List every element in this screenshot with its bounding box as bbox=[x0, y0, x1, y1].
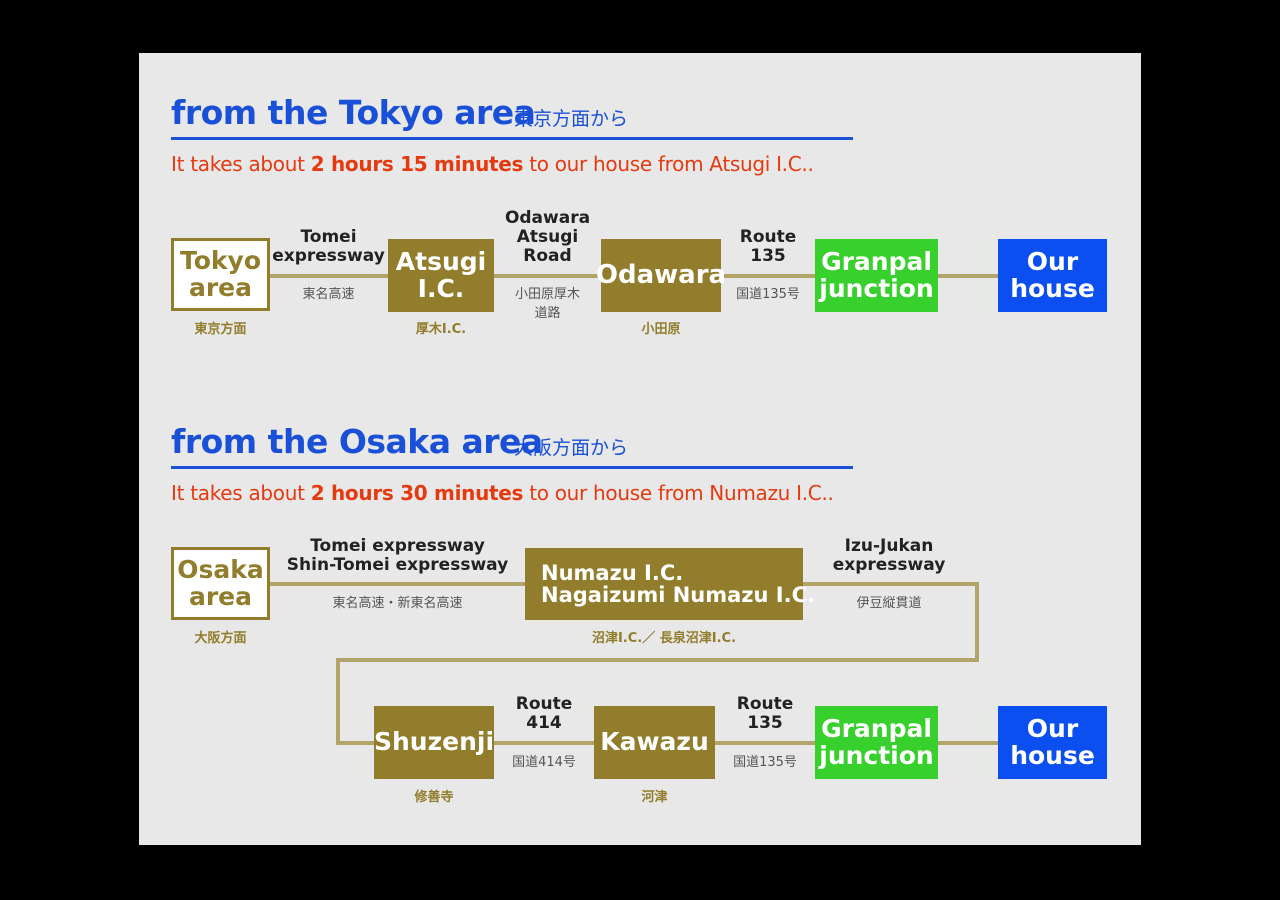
osaka-numazu-node: Numazu I.C. Nagaizumi Numazu I.C. bbox=[525, 548, 815, 620]
osaka-start-node: Osaka area bbox=[171, 547, 270, 620]
tokyo-odawara-jp: 小田原 bbox=[641, 322, 681, 337]
tokyo-road2-label: Odawara Atsugi Road bbox=[504, 208, 591, 267]
tokyo-start-node: Tokyo area bbox=[171, 238, 270, 311]
osaka-house-node: Our house bbox=[998, 706, 1107, 779]
osaka-road4-jp: 国道135号 bbox=[733, 755, 797, 770]
osaka-road3-jp: 国道414号 bbox=[512, 755, 576, 770]
tokyo-road1-jp: 東名高速 bbox=[302, 287, 355, 302]
tokyo-granpal-label: Granpal junction bbox=[819, 247, 934, 303]
osaka-numazu-label: Numazu I.C. Nagaizumi Numazu I.C. bbox=[541, 560, 815, 607]
tokyo-road3-jp: 国道135号 bbox=[736, 287, 800, 302]
tokyo-heading-jp: 東京方面から bbox=[514, 108, 629, 130]
osaka-heading: from the Osaka area bbox=[171, 422, 543, 461]
tokyo-road2-jp: 小田原厚木 道路 bbox=[514, 287, 580, 321]
tokyo-heading-rule bbox=[171, 137, 853, 140]
tokyo-atsugi-node: Atsugi I.C. bbox=[388, 239, 494, 312]
osaka-start-label: Osaka area bbox=[177, 555, 264, 611]
tokyo-heading: from the Tokyo area bbox=[171, 93, 536, 132]
osaka-numazu-jp: 沼津I.C.／ 長泉沼津I.C. bbox=[591, 631, 737, 646]
osaka-start-jp: 大阪方面 bbox=[194, 631, 247, 646]
osaka-shuzenji-node: Shuzenji bbox=[374, 706, 494, 779]
osaka-heading-jp: 大阪方面から bbox=[514, 437, 629, 459]
tokyo-odawara-node: Odawara bbox=[596, 239, 726, 312]
osaka-road3-label: Route 414 bbox=[515, 694, 573, 734]
tokyo-house-label: Our house bbox=[1010, 247, 1095, 303]
tokyo-summary-post: to our house from Atsugi I.C.. bbox=[523, 152, 814, 176]
osaka-route-line-right bbox=[975, 582, 979, 662]
tokyo-summary-pre: It takes about bbox=[171, 152, 311, 176]
tokyo-atsugi-label: Atsugi I.C. bbox=[395, 247, 487, 303]
tokyo-start-label: Tokyo area bbox=[179, 246, 261, 302]
osaka-granpal-node: Granpal junction bbox=[815, 706, 938, 779]
osaka-kawazu-jp: 河津 bbox=[641, 790, 668, 805]
tokyo-road1-label: Tomei expressway bbox=[272, 227, 385, 267]
osaka-road2-label: Izu-Jukan expressway bbox=[832, 536, 946, 576]
osaka-kawazu-node: Kawazu bbox=[594, 706, 715, 779]
osaka-road1-label: Tomei expressway Shin-Tomei expressway bbox=[286, 536, 509, 576]
osaka-road2-jp: 伊豆縦貫道 bbox=[856, 596, 922, 611]
osaka-summary: It takes about 2 hours 30 minutes to our… bbox=[171, 481, 834, 505]
osaka-heading-rule bbox=[171, 466, 853, 469]
tokyo-odawara-label: Odawara bbox=[595, 259, 727, 290]
osaka-route-line-middle bbox=[336, 658, 979, 662]
tokyo-road3-label: Route 135 bbox=[739, 227, 797, 267]
tokyo-start-jp: 東京方面 bbox=[194, 322, 247, 337]
tokyo-house-node: Our house bbox=[998, 239, 1107, 312]
tokyo-atsugi-jp: 厚木I.C. bbox=[415, 322, 467, 337]
osaka-route-line-left bbox=[336, 658, 340, 745]
route-panel: from the Tokyo area 東京方面から It takes abou… bbox=[139, 53, 1141, 845]
osaka-house-label: Our house bbox=[1010, 714, 1095, 770]
osaka-road4-label: Route 135 bbox=[736, 694, 794, 734]
tokyo-summary: It takes about 2 hours 15 minutes to our… bbox=[171, 152, 814, 176]
osaka-summary-post: to our house from Numazu I.C.. bbox=[523, 481, 834, 505]
tokyo-granpal-node: Granpal junction bbox=[815, 239, 938, 312]
tokyo-summary-duration: 2 hours 15 minutes bbox=[310, 152, 524, 176]
osaka-shuzenji-label: Shuzenji bbox=[373, 727, 495, 757]
osaka-granpal-label: Granpal junction bbox=[819, 714, 934, 770]
osaka-summary-pre: It takes about bbox=[171, 481, 311, 505]
osaka-kawazu-label: Kawazu bbox=[600, 727, 709, 757]
osaka-summary-duration: 2 hours 30 minutes bbox=[310, 481, 524, 505]
osaka-shuzenji-jp: 修善寺 bbox=[414, 790, 454, 805]
osaka-road1-jp: 東名高速・新東名高速 bbox=[332, 596, 463, 611]
